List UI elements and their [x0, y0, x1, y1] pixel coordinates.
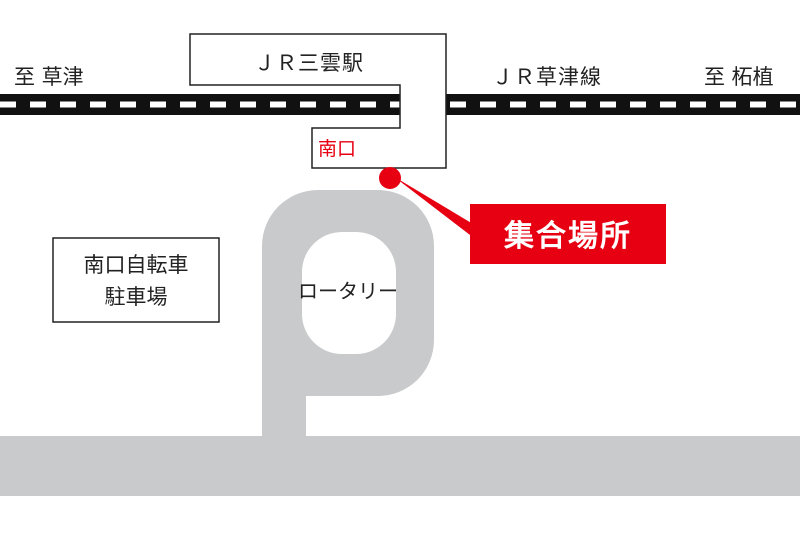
main-road — [0, 436, 800, 496]
direction-to-kusatsu: 至 草津 — [14, 65, 84, 89]
rotary-road — [262, 190, 434, 436]
south-exit-label: 南口 — [318, 138, 356, 160]
station-building — [189, 33, 447, 169]
railway-line-name: ＪＲ草津線 — [492, 65, 602, 89]
meeting-point-marker — [379, 167, 401, 189]
bicycle-parking-box — [52, 237, 220, 323]
station-name: ＪＲ三雲駅 — [254, 51, 364, 75]
meeting-point-callout — [470, 204, 666, 264]
meeting-point-label: 集合場所 — [503, 219, 632, 254]
bicycle-parking-label-line1: 南口自転車 — [84, 253, 189, 277]
direction-to-tsuge: 至 柘植 — [704, 65, 774, 89]
bicycle-parking-label-line2: 駐車場 — [105, 285, 168, 309]
meeting-point-pointer — [393, 176, 493, 248]
rotary-label: ロータリー — [298, 279, 398, 303]
